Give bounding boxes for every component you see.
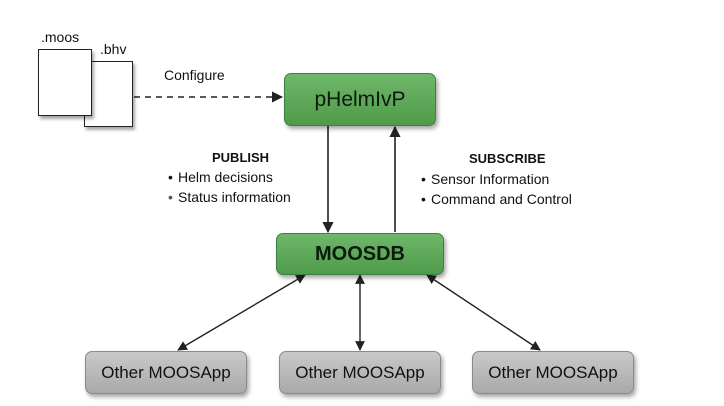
other-moosapp-label: Other MOOSApp bbox=[488, 362, 618, 382]
bhv-file-label: .bhv bbox=[100, 41, 127, 57]
phelmivp-label: pHelmIvP bbox=[314, 87, 406, 111]
app-connector-right bbox=[426, 274, 541, 351]
list-item: •Sensor Information bbox=[421, 171, 550, 187]
moos-file-label: .moos bbox=[41, 29, 80, 45]
list-item: •Helm decisions bbox=[168, 169, 273, 185]
list-item: •Command and Control bbox=[421, 191, 572, 207]
phelmivp-node: pHelmIvP bbox=[284, 73, 436, 126]
app-connector-left bbox=[177, 274, 306, 351]
moosdb-node: MOOSDB bbox=[276, 233, 444, 275]
moosdb-label: MOOSDB bbox=[315, 242, 405, 265]
subscribe-heading: SUBSCRIBE bbox=[469, 151, 546, 166]
publish-list: •Helm decisions •Status information bbox=[168, 167, 291, 207]
subscribe-list: •Sensor Information •Command and Control bbox=[421, 169, 572, 209]
other-moosapp-node-center: Other MOOSApp bbox=[279, 351, 441, 394]
other-moosapp-label: Other MOOSApp bbox=[295, 362, 425, 382]
publish-heading: PUBLISH bbox=[212, 150, 270, 165]
list-item: •Status information bbox=[168, 189, 291, 205]
other-moosapp-node-right: Other MOOSApp bbox=[472, 351, 634, 394]
other-moosapp-label: Other MOOSApp bbox=[101, 362, 231, 382]
other-moosapp-node-left: Other MOOSApp bbox=[85, 351, 247, 394]
moos-file-icon bbox=[38, 49, 92, 116]
configure-label: Configure bbox=[164, 67, 225, 83]
